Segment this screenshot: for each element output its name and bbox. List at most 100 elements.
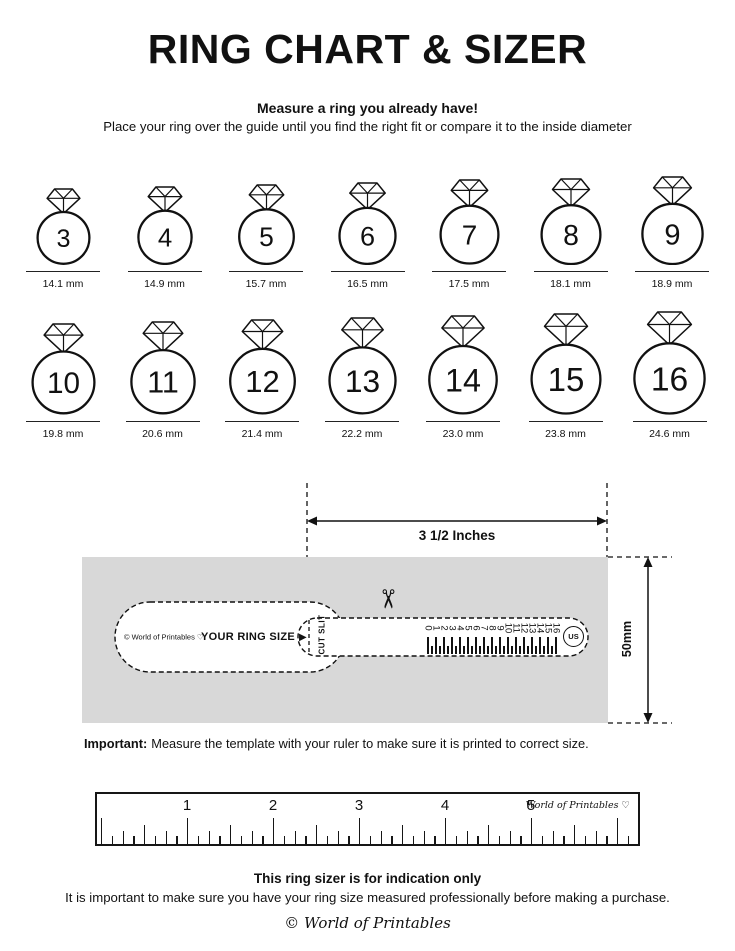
triangle-marker-icon: ▶ <box>299 631 307 643</box>
page-title: RING CHART & SIZER <box>147 26 588 72</box>
scale-half-tick <box>519 646 521 654</box>
ring-item: 5 15.7 mm <box>229 184 303 290</box>
ruler-number: 5 <box>526 797 536 814</box>
important-text: Measure the template with your ruler to … <box>151 736 589 751</box>
scale-half-tick <box>495 646 497 654</box>
ring-size-label: 6 <box>360 221 375 252</box>
ruler-tick <box>531 818 533 844</box>
arrow-down-icon <box>643 713 653 723</box>
your-ring-size-label: YOUR RING SIZE <box>201 631 296 643</box>
scale-tick <box>475 637 477 654</box>
scale-tick <box>459 637 461 654</box>
ring-icon: 6 <box>338 182 397 265</box>
sizer-scale-number: 16 <box>550 622 562 634</box>
ring-diameter-label: 23.0 mm <box>442 428 484 440</box>
ruler-tick <box>133 836 135 844</box>
scale-half-tick <box>503 646 505 654</box>
ruler-tick <box>326 836 329 844</box>
ring-size-label: 5 <box>259 222 274 252</box>
ring-underline <box>26 271 100 272</box>
ring-size-label: 9 <box>664 219 680 251</box>
ring-diameter-label: 19.8 mm <box>42 428 84 440</box>
scale-half-tick <box>527 646 529 654</box>
ring-underline <box>125 421 200 422</box>
scale-half-tick <box>439 646 441 654</box>
ruler-tick <box>165 831 167 844</box>
ring-underline <box>127 271 202 272</box>
ring-item: 13 22.2 mm <box>325 317 400 440</box>
ring-diameter-label: 24.6 mm <box>649 428 690 440</box>
ring-diameter-label: 22.2 mm <box>341 428 383 440</box>
ring-underline <box>528 421 603 422</box>
important-label: Important: <box>84 736 148 751</box>
ring-item: 10 19.8 mm <box>26 323 100 440</box>
ring-icon: 14 <box>428 315 498 415</box>
ring-diameter-label: 14.1 mm <box>42 278 84 290</box>
scale-tick <box>507 637 509 654</box>
ruler-number: 2 <box>268 797 278 814</box>
ruler-tick <box>574 825 576 844</box>
us-size-badge: US <box>563 626 584 647</box>
ring-diameter-label: 23.8 mm <box>545 428 586 440</box>
scale-tick <box>555 637 557 654</box>
ruler-tick <box>488 825 490 844</box>
scale-tick <box>443 637 445 654</box>
ruler-tick <box>498 836 501 844</box>
ruler-tick <box>262 836 264 844</box>
ring-icon: 3 <box>35 188 91 265</box>
ruler-tick <box>154 836 157 844</box>
ring-item: 14 23.0 mm <box>425 315 501 440</box>
ring-size-label: 13 <box>344 363 379 399</box>
ruler-tick <box>187 818 189 844</box>
arrow-up-icon <box>643 557 653 567</box>
ruler-tick <box>584 836 587 844</box>
scale-tick <box>451 637 453 654</box>
scale-tick <box>547 637 549 654</box>
ruler-tick <box>208 831 210 844</box>
ring-icon: 4 <box>136 186 193 265</box>
ruler-tick <box>541 836 544 844</box>
ruler-brand-label: World of Printables ♡ <box>525 800 631 811</box>
scale-tick <box>467 637 469 654</box>
scale-half-tick <box>551 646 553 654</box>
ruler-tick <box>455 836 458 844</box>
ring-item: 8 18.1 mm <box>533 178 608 290</box>
ruler-tick <box>230 825 232 844</box>
height-measurement-label: 50mm <box>620 620 634 658</box>
scale-tick <box>483 637 485 654</box>
ring-size-label: 15 <box>547 361 584 398</box>
scale-tick <box>531 637 533 654</box>
scale-tick <box>523 637 525 654</box>
scale-tick <box>491 637 493 654</box>
ruler-tick <box>434 836 436 844</box>
ruler-tick <box>369 836 372 844</box>
ring-icon: 5 <box>237 184 295 265</box>
ruler-tick <box>273 818 275 844</box>
ruler-tick <box>606 836 608 844</box>
your-ring-size-group: YOUR RING SIZE ▶ <box>201 631 307 643</box>
ring-underline <box>325 421 399 422</box>
ring-diameter-label: 17.5 mm <box>448 278 490 290</box>
ruler-tick <box>359 818 361 844</box>
ring-underline <box>635 271 709 272</box>
ring-size-label: 14 <box>445 362 481 398</box>
ring-icon: 11 <box>129 321 196 415</box>
ruler-tick <box>316 825 318 844</box>
ruler-tick <box>391 836 393 844</box>
ring-diameter-label: 15.7 mm <box>245 278 287 290</box>
footer-text: It is important to make sure you have yo… <box>65 890 670 905</box>
ring-size-label: 8 <box>563 220 579 252</box>
ruler-tick <box>402 825 404 844</box>
ruler-tick <box>197 836 200 844</box>
ruler-tick <box>294 831 296 844</box>
ring-diameter-label: 16.5 mm <box>347 278 388 290</box>
ring-icon: 7 <box>438 179 500 265</box>
ring-icon: 10 <box>30 323 96 415</box>
ring-diameter-label: 18.1 mm <box>550 278 591 290</box>
sizer-paddle-outline <box>114 601 346 673</box>
ruler-tick <box>445 818 447 844</box>
ring-underline <box>225 421 299 422</box>
